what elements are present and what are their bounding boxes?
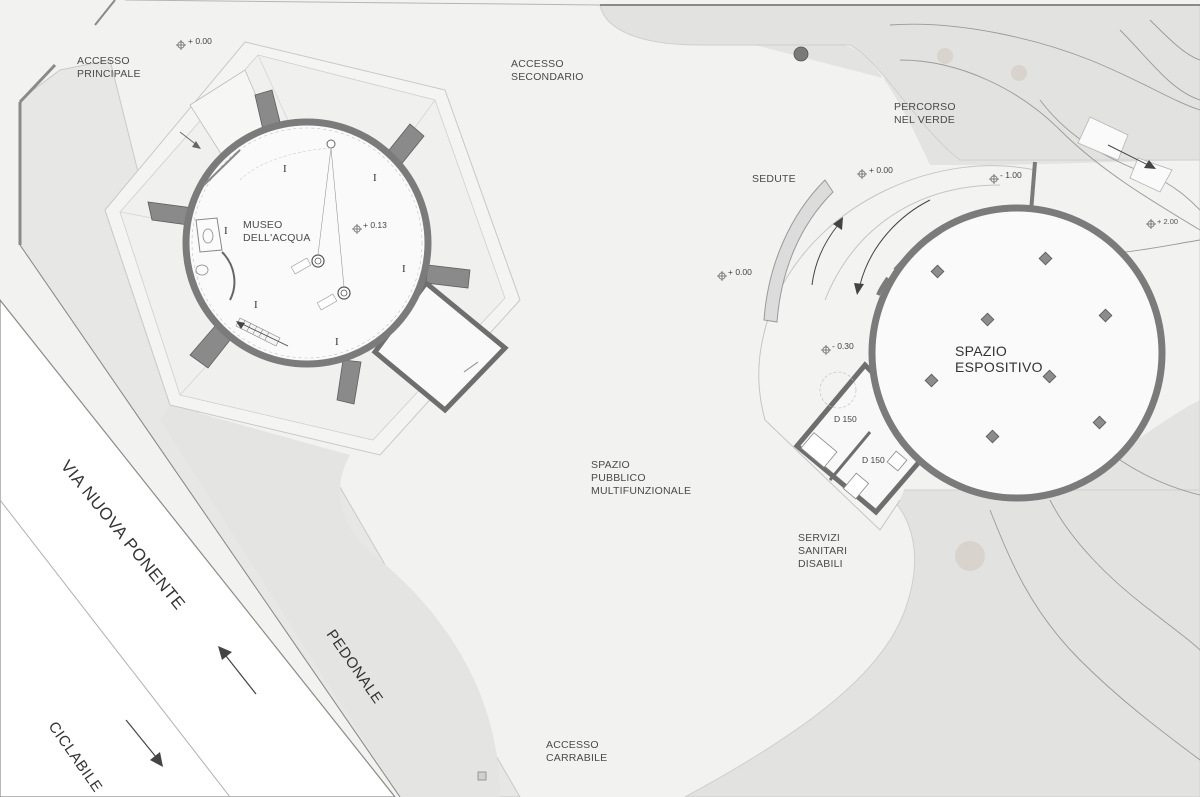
svg-text:I: I bbox=[335, 336, 339, 348]
road-arrow-down bbox=[125, 719, 163, 767]
label-accesso-secondario-2: SECONDARIO bbox=[511, 71, 584, 83]
level-marker: + 0.00 bbox=[716, 267, 752, 282]
label-museo-1: MUSEO bbox=[243, 219, 283, 231]
green-museum-base bbox=[160, 405, 500, 797]
level-text: - 0.30 bbox=[832, 341, 854, 351]
label-percorso-1: PERCORSO bbox=[894, 101, 956, 113]
label-accesso-carrabile-2: CARRABILE bbox=[546, 752, 607, 764]
exhibition-columns bbox=[924, 251, 1113, 444]
label-servizi-3: DISABILI bbox=[798, 558, 843, 570]
label-accesso-carrabile-1: ACCESSO bbox=[546, 739, 599, 751]
exhibition-building bbox=[868, 204, 1166, 502]
label-accesso-secondario-1: ACCESSO bbox=[511, 58, 564, 70]
label-spazio-espositivo-1: SPAZIO bbox=[955, 343, 1007, 359]
services-partition bbox=[828, 431, 872, 481]
sedute-bench bbox=[763, 179, 834, 323]
label-accesso-principale-1: ACCESSO bbox=[77, 55, 130, 67]
path-arrow bbox=[1107, 144, 1156, 169]
label-spazio-espositivo-2: ESPOSITIVO bbox=[955, 359, 1043, 375]
svg-text:I: I bbox=[373, 172, 377, 184]
bollard bbox=[477, 771, 487, 781]
level-text: + 0.00 bbox=[188, 36, 212, 46]
level-marker: + 2.00 bbox=[1145, 217, 1178, 230]
annex-door bbox=[463, 361, 479, 373]
entry-arrow-head bbox=[192, 141, 201, 149]
svg-text:I: I bbox=[402, 263, 406, 275]
label-percorso-2: NEL VERDE bbox=[894, 114, 955, 126]
label-accesso-principale-2: PRINCIPALE bbox=[77, 68, 141, 80]
museum-inner-ring bbox=[191, 127, 423, 359]
exhibition-wall-segments bbox=[876, 230, 942, 296]
svg-text:I: I bbox=[254, 299, 258, 311]
level-text: - 1.00 bbox=[1000, 170, 1022, 180]
label-servizi-1: SERVIZI bbox=[798, 532, 840, 544]
level-text: + 0.00 bbox=[869, 165, 893, 175]
door-label: D 150 bbox=[862, 455, 885, 465]
label-sedute: SEDUTE bbox=[752, 173, 796, 185]
svg-text:I: I bbox=[283, 163, 287, 175]
turning-circle bbox=[819, 371, 857, 409]
level-marker: + 0.00 bbox=[175, 36, 212, 51]
site-edge-corner bbox=[94, 0, 116, 26]
museum-interior: I I I I I I bbox=[195, 139, 406, 348]
exhibition-platform-ring bbox=[824, 184, 1001, 301]
platform-arrows bbox=[811, 199, 931, 295]
exhibition-wall-top bbox=[1029, 161, 1037, 213]
label-spazio-pubblico-3: MULTIFUNZIONALE bbox=[591, 485, 691, 497]
tree bbox=[955, 541, 985, 571]
site-boundary-top bbox=[124, 0, 601, 6]
label-spazio-pubblico-2: PUBBLICO bbox=[591, 472, 646, 484]
toilet bbox=[842, 472, 870, 500]
sidewalk-edge bbox=[19, 244, 401, 797]
museum-building bbox=[182, 118, 432, 368]
tree bbox=[1011, 65, 1027, 81]
tree bbox=[937, 48, 953, 64]
level-text: + 2.00 bbox=[1157, 217, 1178, 226]
level-marker: + 0.13 bbox=[351, 220, 387, 235]
toilet bbox=[886, 450, 908, 472]
label-servizi-2: SANITARI bbox=[798, 545, 847, 557]
level-marker: + 0.00 bbox=[856, 165, 893, 180]
sink bbox=[800, 432, 838, 468]
site-edge-top bbox=[18, 63, 57, 104]
level-marker: - 1.00 bbox=[988, 170, 1022, 185]
label-spazio-pubblico-1: SPAZIO bbox=[591, 459, 630, 471]
tree-dark bbox=[793, 46, 809, 62]
svg-text:I: I bbox=[224, 225, 228, 237]
road-arrow-up bbox=[218, 646, 257, 695]
road-main bbox=[0, 299, 396, 797]
lane-divider bbox=[0, 499, 231, 797]
label-museo-2: DELL'ACQUA bbox=[243, 232, 311, 244]
door-label: D 150 bbox=[834, 414, 857, 424]
level-marker: - 0.30 bbox=[820, 341, 854, 356]
level-text: + 0.13 bbox=[363, 220, 387, 230]
level-text: + 0.00 bbox=[728, 267, 752, 277]
